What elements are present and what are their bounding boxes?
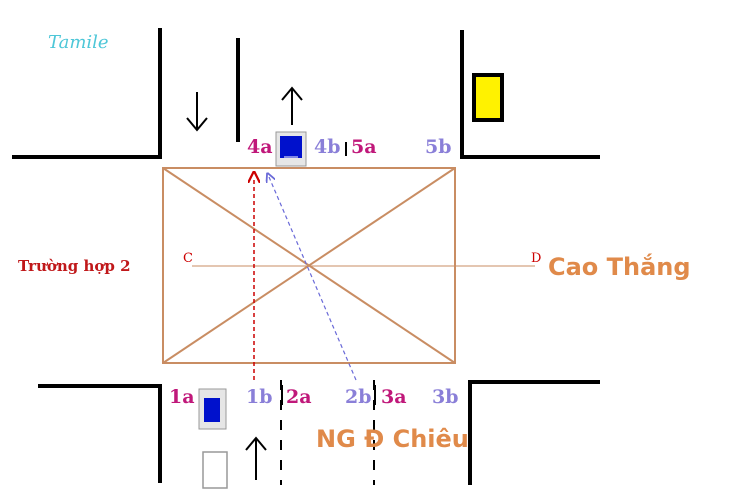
car-top [275,131,307,167]
direction-arrows [186,86,303,480]
label-4b: 4b [314,136,341,158]
point-d-label: D [531,251,541,266]
street-east-name: Cao Thắng [548,252,691,281]
arrow-up-bottom-icon [245,436,267,480]
curb-top-right [460,30,600,159]
curb-bottom-right [468,380,600,485]
watermark: Tamile [48,32,109,53]
road-edges [12,28,600,485]
label-5a: 5a [351,136,377,158]
arrow-up-top-icon [281,86,303,125]
street-south-name: NG Đ Chiêu [316,425,469,453]
curb-bottom-left [38,384,162,483]
lane-dashes [280,380,375,485]
label-1b: 1b [246,386,273,408]
point-c-label: C [183,251,193,266]
car-bottom-outline [202,451,228,489]
arrow-down-icon [186,92,208,132]
label-2b: 2b [345,386,372,408]
car-bottom [198,388,227,430]
curb-top-left [12,28,162,159]
label-3a: 3a [381,386,407,408]
car-bottom-body [204,398,220,422]
car-top-body [280,136,302,158]
label-4a: 4a [247,136,273,158]
case-label: Trường hợp 2 [18,257,131,275]
label-5b: 5b [425,136,452,158]
label-1a: 1a [169,386,195,408]
label-2a: 2a [286,386,312,408]
car-yellow [472,73,504,122]
label-3b: 3b [432,386,459,408]
blue-path-arrow [269,177,357,381]
